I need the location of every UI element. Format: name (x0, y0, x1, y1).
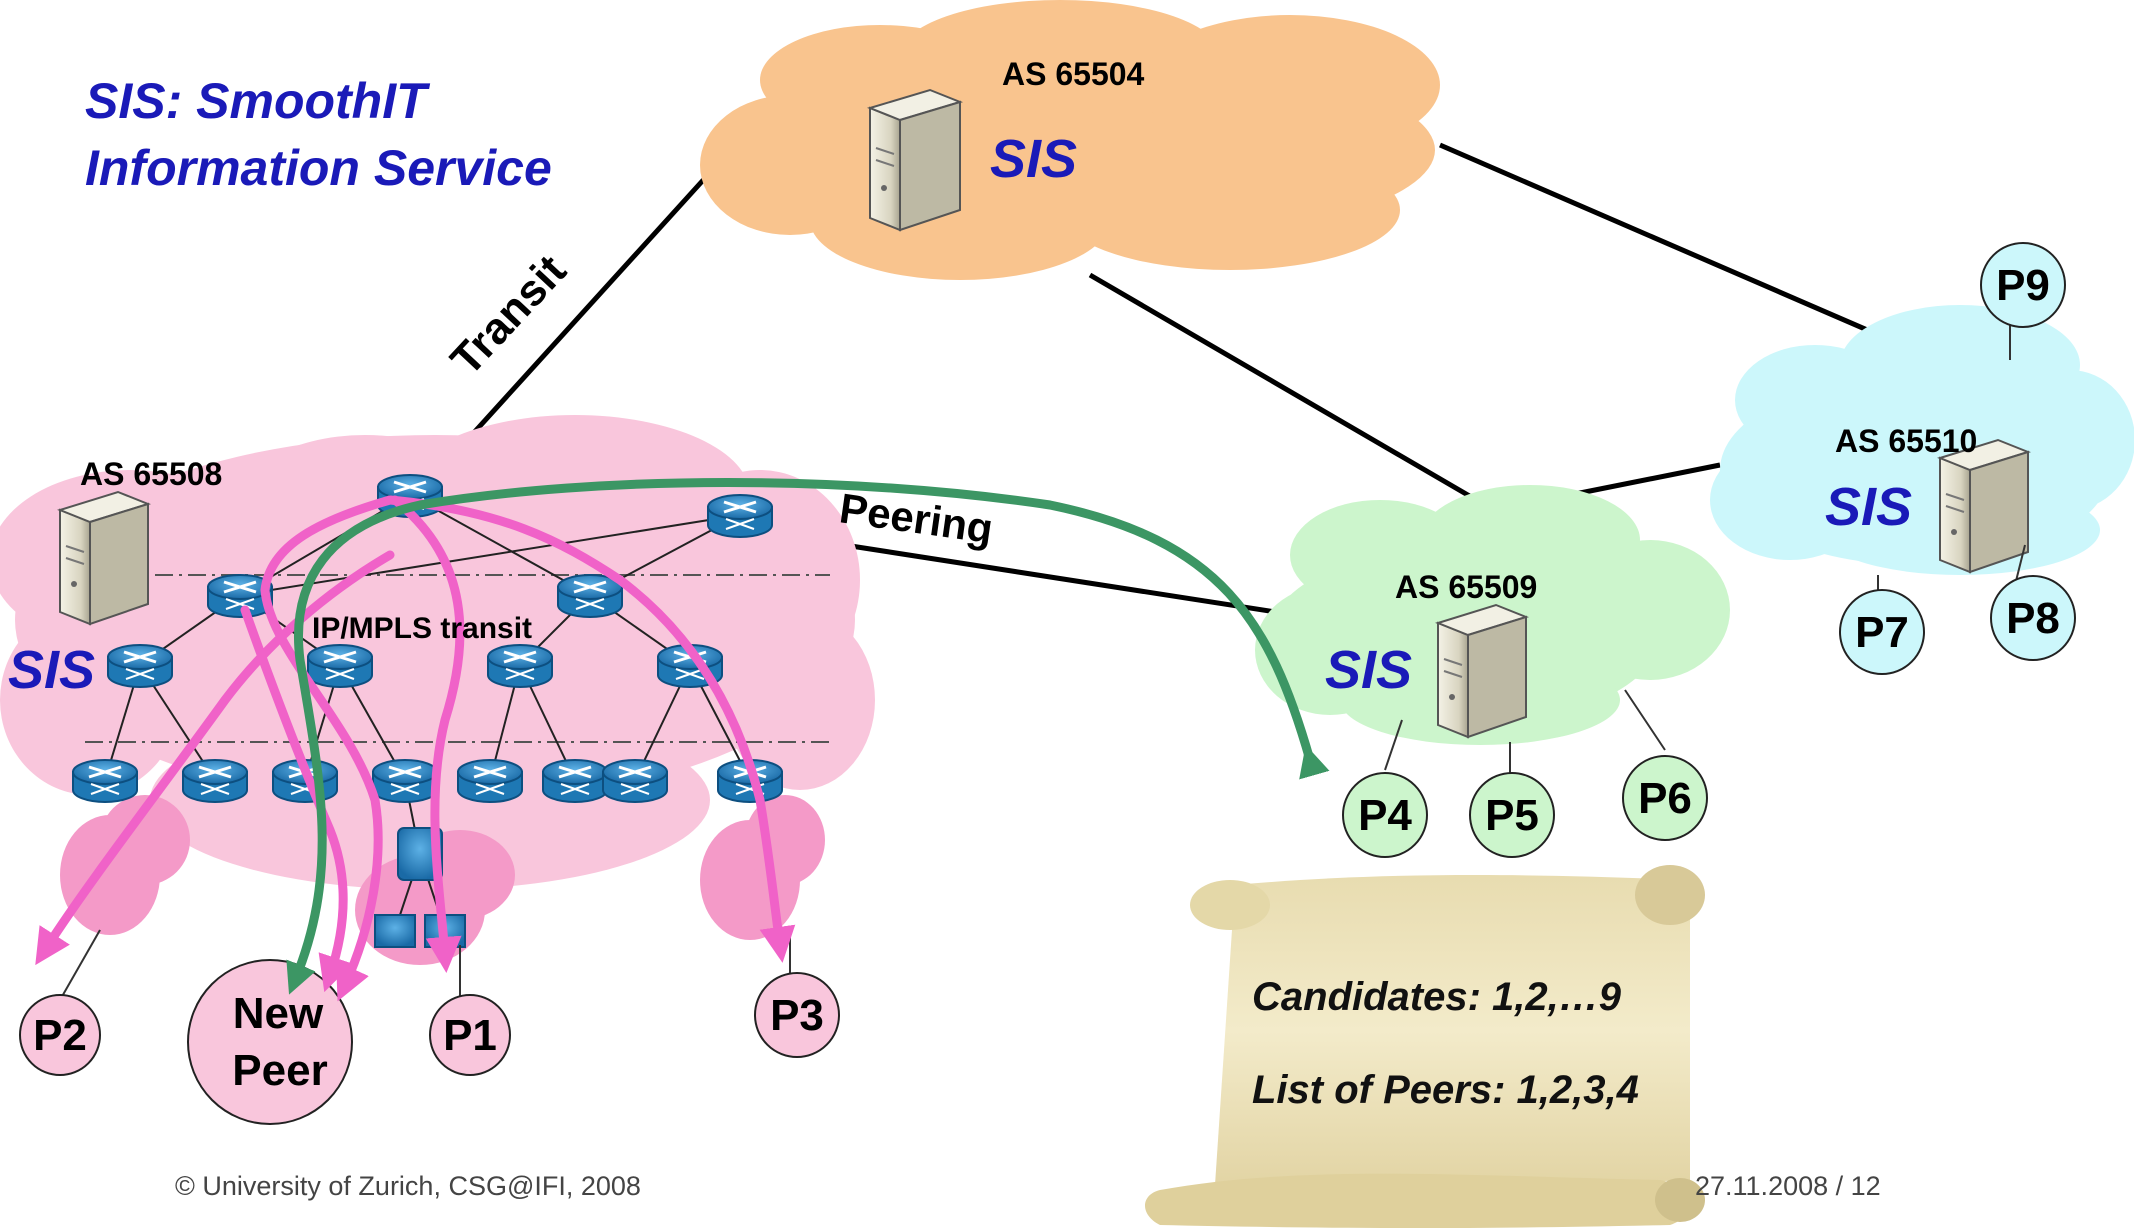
peer-p4: P4 (1342, 772, 1428, 858)
sis-label-65508: SIS (8, 640, 95, 700)
router-icon (107, 644, 173, 688)
peer-label: P3 (770, 991, 824, 1040)
as-label-65508: AS 65508 (80, 456, 222, 492)
link-peering (779, 532, 1296, 618)
peer-label: P8 (2006, 594, 2060, 643)
as-label-65509: AS 65509 (1395, 569, 1537, 605)
sis-label-65504: SIS (990, 129, 1077, 189)
peer-label: P7 (1855, 608, 1909, 657)
router-icon (457, 759, 523, 803)
diagram-title-line1: SIS: SmoothIT (85, 73, 431, 129)
router-icon (307, 644, 373, 688)
transit-label: Transit (441, 246, 575, 385)
peer-p6: P6 (1622, 755, 1708, 841)
footer-page: 27.11.2008 / 12 (1695, 1171, 1881, 1201)
peer-label: P5 (1485, 791, 1539, 840)
peer-p2: P2 (19, 994, 101, 1076)
response-arrow (286, 478, 1330, 995)
router-icon (487, 644, 553, 688)
router-icon (707, 494, 773, 538)
router-icon (182, 759, 248, 803)
peer-label: P9 (1996, 261, 2050, 310)
sis-label-65510: SIS (1825, 477, 1912, 537)
server-as-65504 (866, 88, 964, 232)
footer-copyright: © University of Zurich, CSG@IFI, 2008 (175, 1171, 641, 1201)
router-icon (72, 759, 138, 803)
scroll-candidates: Candidates: 1,2,…9 (1252, 975, 1622, 1019)
server-as-65508 (57, 490, 151, 626)
peers: P2 New Peer P1 P3 P4 P5 P6 P7 (19, 242, 2076, 1125)
link-top-right (1439, 142, 1926, 358)
diagram-title-line2: Information Service (85, 140, 552, 196)
router-icon (557, 574, 623, 618)
query-arrow-p2 (35, 550, 395, 966)
link-mid-right (1569, 462, 1721, 498)
peer-label: Peer (232, 1046, 327, 1095)
links (438, 142, 1926, 618)
peer-p7: P7 (1839, 589, 1925, 675)
as-label-65504: AS 65504 (1002, 56, 1145, 92)
server-as-65510 (1937, 438, 2031, 574)
peer-p8: P8 (1990, 575, 2076, 661)
link-top-mid (1088, 272, 1487, 508)
peer-new: New Peer (187, 959, 353, 1125)
peer-label: P6 (1638, 774, 1692, 823)
peer-p3: P3 (754, 972, 840, 1058)
ip-transit-label: IP/MPLS transit (312, 612, 532, 645)
peer-label: P2 (33, 1011, 87, 1060)
server-as-65509 (1435, 603, 1529, 739)
peer-p9: P9 (1980, 242, 2066, 328)
scroll-peer-list: List of Peers: 1,2,3,4 (1252, 1068, 1639, 1112)
candidate-scroll: Candidates: 1,2,…9 List of Peers: 1,2,3,… (1145, 865, 1705, 1229)
router-icon (602, 759, 668, 803)
peer-label: P4 (1358, 791, 1412, 840)
link-transit (438, 143, 737, 472)
peer-p5: P5 (1469, 772, 1555, 858)
peer-label: P1 (443, 1011, 497, 1060)
peer-p1: P1 (429, 994, 511, 1076)
as-label-65510: AS 65510 (1835, 423, 1977, 459)
peer-label: New (233, 989, 324, 1038)
sis-label-65509: SIS (1325, 640, 1412, 700)
router-icon (372, 759, 438, 803)
router-icon (542, 759, 608, 803)
